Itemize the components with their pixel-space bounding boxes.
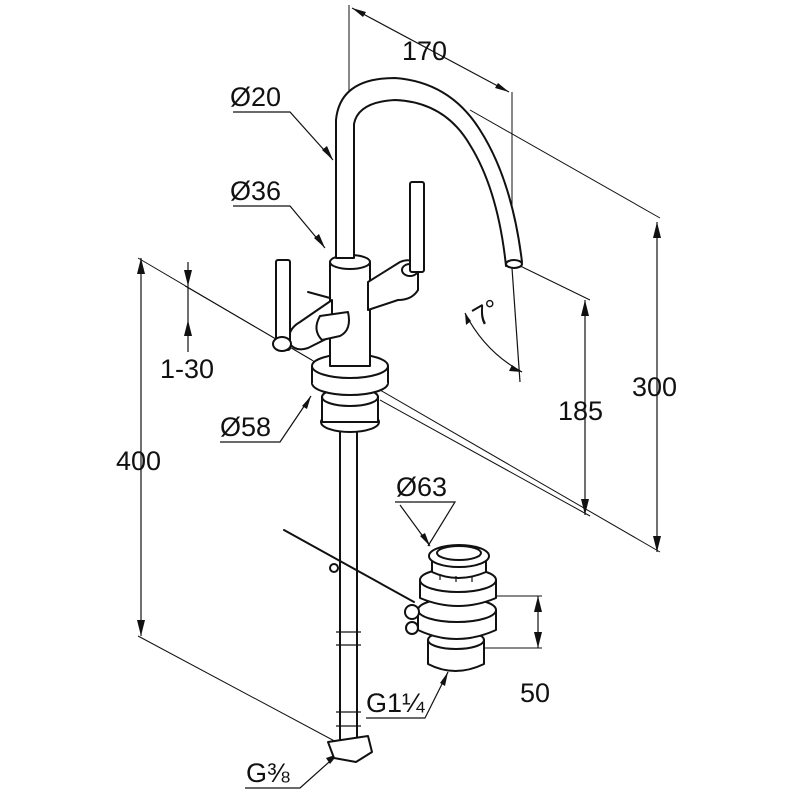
label-spout-reach: 170 — [402, 36, 447, 66]
label-mounting-thickness: 1-30 — [160, 354, 214, 384]
dimension-arrows — [137, 8, 661, 764]
drain-assembly — [405, 545, 496, 671]
label-faucet-height: 300 — [632, 372, 677, 402]
label-body-diameter: Ø36 — [230, 176, 281, 206]
label-drain-height: 50 — [520, 678, 550, 708]
label-drain-diameter: Ø63 — [396, 472, 447, 502]
label-drain-thread: G1¼ — [366, 688, 425, 718]
label-total-height: 400 — [116, 446, 161, 476]
label-spout-height: 185 — [558, 396, 603, 426]
dimension-labels: 170 Ø20 Ø36 1-30 Ø58 400 185 300 7° Ø63 … — [116, 36, 677, 788]
label-spout-diameter: Ø20 — [230, 82, 281, 112]
label-supply-thread: G⅜ — [246, 758, 290, 788]
label-base-diameter: Ø58 — [220, 412, 271, 442]
